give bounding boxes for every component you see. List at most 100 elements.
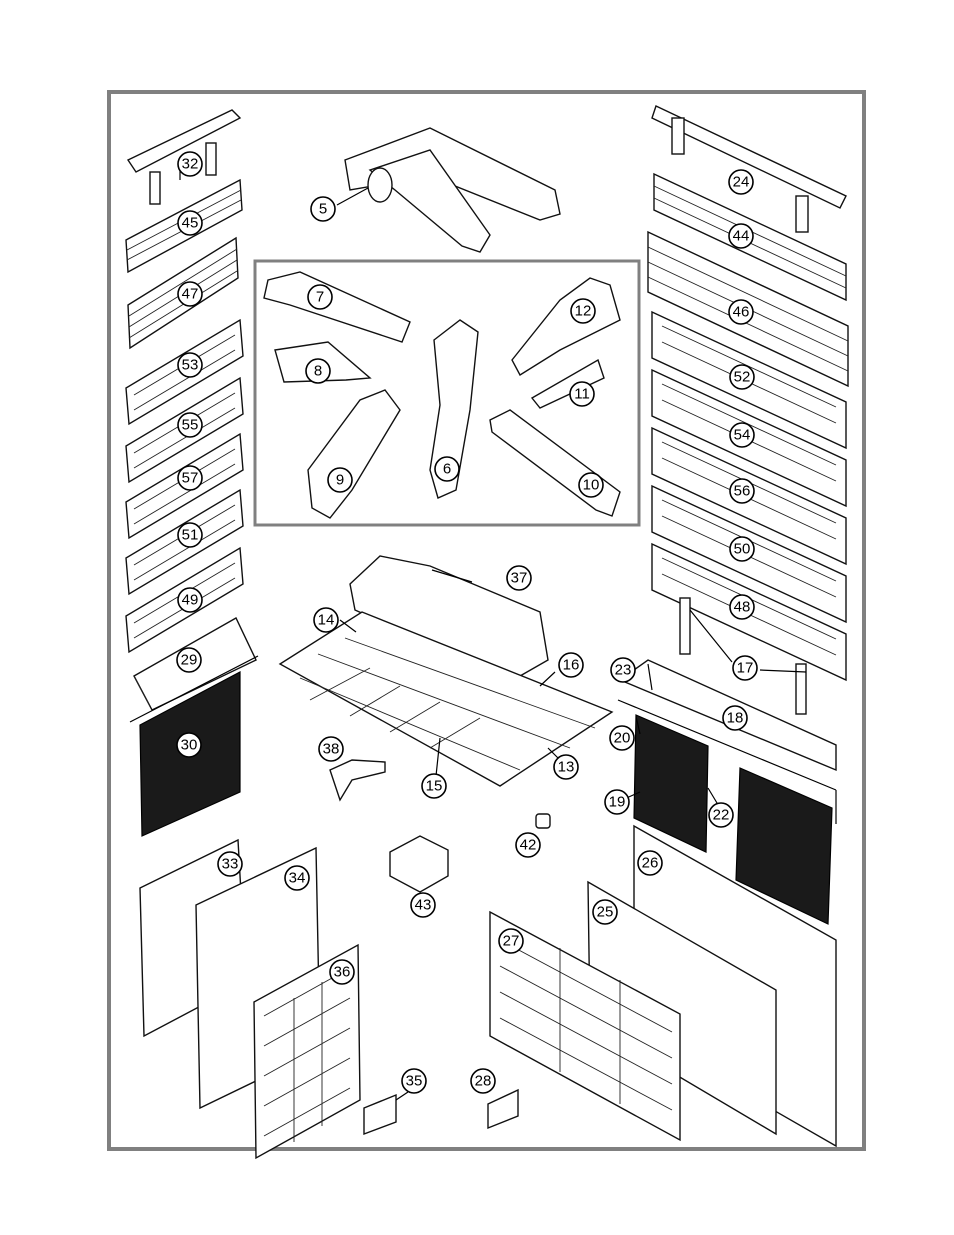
part-24-bracket [651, 105, 847, 233]
callout-26: 26 [637, 850, 663, 876]
callout-51: 51 [177, 522, 203, 548]
svg-text:55: 55 [182, 417, 199, 434]
callout-6: 6 [434, 456, 460, 482]
callout-30: 30 [176, 732, 202, 758]
part-28-clip [487, 1088, 519, 1130]
svg-text:29: 29 [181, 652, 198, 669]
svg-text:38: 38 [323, 741, 340, 758]
callout-5: 5 [310, 196, 336, 222]
svg-text:52: 52 [734, 369, 751, 386]
callout-46: 46 [728, 299, 754, 325]
svg-text:49: 49 [182, 592, 199, 609]
callout-53: 53 [177, 352, 203, 378]
callout-44: 44 [728, 223, 754, 249]
svg-text:7: 7 [316, 289, 324, 306]
svg-text:8: 8 [314, 363, 322, 380]
svg-text:13: 13 [558, 759, 575, 776]
callout-49: 49 [177, 587, 203, 613]
callout-12: 12 [570, 298, 596, 324]
svg-text:57: 57 [182, 470, 199, 487]
svg-text:33: 33 [222, 856, 239, 873]
svg-text:54: 54 [734, 427, 751, 444]
callout-23: 23 [610, 657, 636, 683]
svg-text:44: 44 [733, 228, 750, 245]
callout-10: 10 [578, 472, 604, 498]
callout-16: 16 [558, 652, 584, 678]
svg-text:12: 12 [575, 303, 592, 320]
callout-50: 50 [729, 536, 755, 562]
callout-48: 48 [729, 594, 755, 620]
callout-18: 18 [722, 705, 748, 731]
part-35-clip [363, 1091, 409, 1136]
svg-text:9: 9 [336, 472, 344, 489]
part-32-bracket [126, 109, 242, 205]
svg-text:30: 30 [181, 737, 198, 754]
svg-text:10: 10 [583, 477, 600, 494]
callout-20: 20 [609, 725, 635, 751]
callout-43: 43 [410, 892, 436, 918]
callout-34: 34 [284, 865, 310, 891]
callout-8: 8 [305, 358, 331, 384]
svg-text:23: 23 [615, 662, 632, 679]
left-side-panels [139, 838, 361, 1160]
callout-15: 15 [421, 773, 447, 799]
svg-text:16: 16 [563, 657, 580, 674]
svg-text:28: 28 [475, 1073, 492, 1090]
right-screens [617, 699, 837, 925]
part-43-valve [389, 835, 449, 893]
svg-text:43: 43 [415, 897, 432, 914]
svg-text:26: 26 [642, 855, 659, 872]
svg-text:34: 34 [289, 870, 306, 887]
svg-text:17: 17 [737, 660, 754, 677]
callout-45: 45 [177, 210, 203, 236]
callout-11: 11 [569, 381, 595, 407]
svg-text:46: 46 [733, 304, 750, 321]
log-inset-frame [253, 259, 641, 527]
svg-text:19: 19 [609, 794, 626, 811]
callout-14: 14 [313, 607, 339, 633]
callout-22: 22 [708, 802, 734, 828]
callout-29: 29 [176, 647, 202, 673]
callout-37: 37 [506, 565, 532, 591]
callout-17: 17 [732, 655, 758, 681]
svg-text:5: 5 [319, 201, 327, 218]
right-side-panels [489, 824, 837, 1148]
callout-35: 35 [401, 1068, 427, 1094]
callout-13: 13 [553, 754, 579, 780]
svg-text:53: 53 [182, 357, 199, 374]
svg-text:32: 32 [182, 156, 199, 173]
part-5-log-set [344, 127, 561, 253]
svg-text:56: 56 [734, 483, 751, 500]
svg-text:35: 35 [406, 1073, 423, 1090]
svg-text:25: 25 [597, 904, 614, 921]
svg-text:47: 47 [182, 286, 199, 303]
callout-33: 33 [217, 851, 243, 877]
part-17-brackets [679, 597, 807, 715]
callout-9: 9 [327, 467, 353, 493]
callout-57: 57 [177, 465, 203, 491]
svg-text:22: 22 [713, 807, 730, 824]
svg-text:45: 45 [182, 215, 199, 232]
callout-52: 52 [729, 364, 755, 390]
part-42-fitting [535, 813, 551, 829]
svg-text:48: 48 [734, 599, 751, 616]
svg-text:24: 24 [733, 174, 750, 191]
svg-text:14: 14 [318, 612, 335, 629]
callout-25: 25 [592, 899, 618, 925]
leader-lines [179, 165, 721, 875]
callout-56: 56 [729, 478, 755, 504]
svg-text:18: 18 [727, 710, 744, 727]
callout-42: 42 [515, 832, 541, 858]
part-38-pilot [329, 759, 386, 802]
outer-frame [107, 90, 866, 1151]
callout-24: 24 [728, 169, 754, 195]
callout-28: 28 [470, 1068, 496, 1094]
svg-text:37: 37 [511, 570, 528, 587]
callout-19: 19 [604, 789, 630, 815]
svg-text:27: 27 [503, 933, 520, 950]
svg-text:6: 6 [443, 461, 451, 478]
svg-text:51: 51 [182, 527, 199, 544]
callout-54: 54 [729, 422, 755, 448]
callout-47: 47 [177, 281, 203, 307]
callout-7: 7 [307, 284, 333, 310]
